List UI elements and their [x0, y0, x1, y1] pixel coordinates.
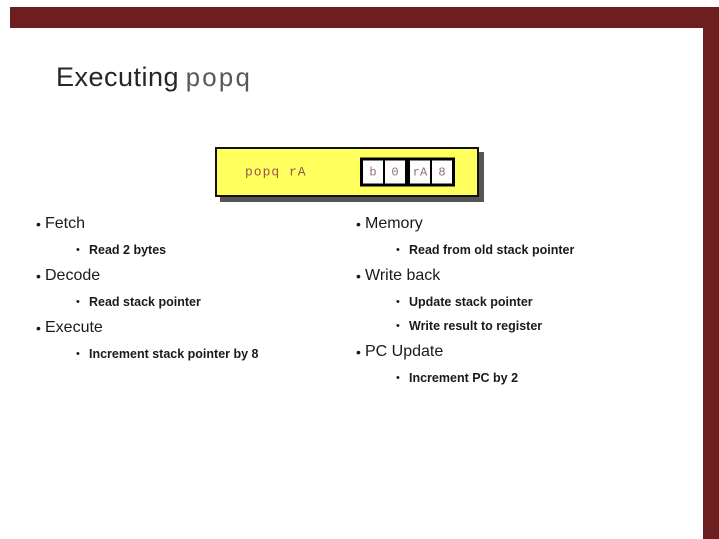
encoding-nibble-0-1: 0	[383, 160, 405, 184]
instruction-label: popq rA	[245, 164, 307, 180]
stage-detail-left-2-0: Increment stack pointer by 8	[36, 342, 366, 366]
stage-detail-left-0-0: Read 2 bytes	[36, 238, 366, 262]
stage-item-right-2: PC Update	[356, 338, 686, 366]
encoding-nibble-1-1: 8	[430, 160, 452, 184]
encoding-nibble-0-0: b	[363, 160, 383, 184]
stage-detail-right-1-0: Update stack pointer	[356, 290, 686, 314]
slide-title-keyword: popq	[185, 64, 252, 94]
stage-detail-left-1-0: Read stack pointer	[36, 290, 366, 314]
slide-top-border-bar	[10, 7, 719, 28]
stage-item-left-0: Fetch	[36, 210, 366, 238]
stage-detail-right-2-0: Increment PC by 2	[356, 366, 686, 390]
encoding-nibble-1-0: rA	[410, 160, 430, 184]
stage-item-right-0: Memory	[356, 210, 686, 238]
stage-list-right: MemoryRead from old stack pointerWrite b…	[356, 210, 686, 390]
slide-title-text: Executing	[56, 62, 180, 92]
slide-right-border-bar	[703, 7, 719, 539]
stage-detail-right-0-0: Read from old stack pointer	[356, 238, 686, 262]
stage-detail-right-1-1: Write result to register	[356, 314, 686, 338]
stage-item-left-2: Execute	[36, 314, 366, 342]
stage-item-left-1: Decode	[36, 262, 366, 290]
stage-item-right-1: Write back	[356, 262, 686, 290]
stage-list-left: FetchRead 2 bytesDecodeRead stack pointe…	[36, 210, 366, 366]
